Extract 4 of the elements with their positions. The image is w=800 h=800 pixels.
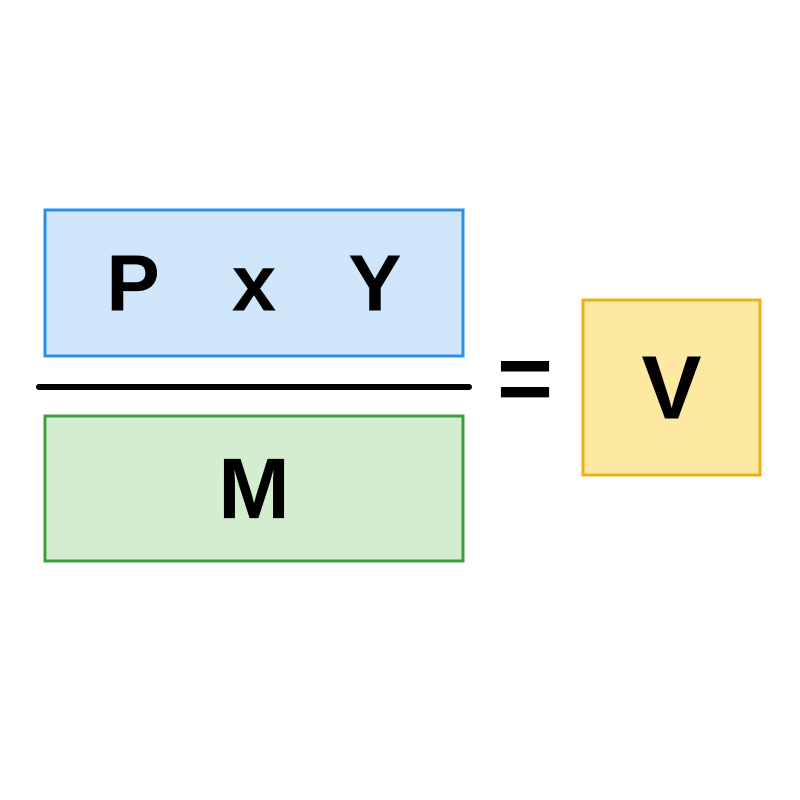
denominator-box: M: [44, 414, 464, 562]
result-box: V: [582, 298, 762, 476]
numerator-box: P x Y: [44, 208, 464, 358]
equals-sign: =: [500, 361, 550, 398]
